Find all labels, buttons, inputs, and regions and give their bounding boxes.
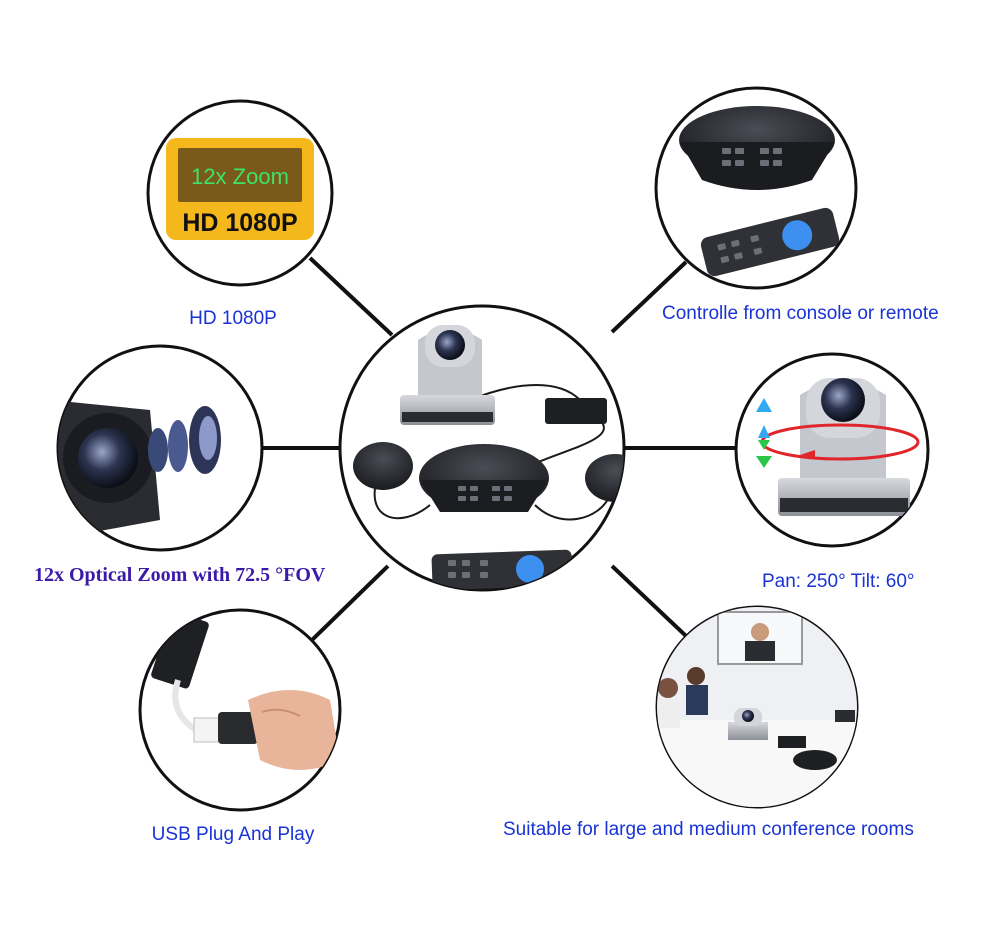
node-usb xyxy=(138,608,342,812)
label-usb: USB Plug And Play xyxy=(151,824,315,845)
label-controlle: Controlle from console or remote xyxy=(662,303,939,324)
conference-room-icon xyxy=(657,607,857,807)
node-room xyxy=(655,605,859,809)
ptz-camera-rotation-icon xyxy=(756,378,920,516)
camera-lens-icon xyxy=(58,400,221,540)
conference-kit-icon xyxy=(353,325,624,590)
label-optical-zoom: 12x Optical Zoom with 72.5 °FOV xyxy=(34,564,326,586)
connector-room xyxy=(610,564,688,638)
usb-plug-hand-icon xyxy=(151,611,340,770)
node-hd: 12x Zoom HD 1080P xyxy=(146,99,334,287)
connector-usb xyxy=(310,564,390,642)
badge-resolution-text: HD 1080P xyxy=(182,209,297,237)
node-controller xyxy=(654,86,858,290)
badge-zoom-text: 12x Zoom xyxy=(191,164,289,189)
connector-hd xyxy=(308,256,394,337)
node-lens xyxy=(56,344,264,552)
connector-controller xyxy=(610,260,688,334)
label-hd-1080p: HD 1080P xyxy=(189,308,277,329)
label-rooms: Suitable for large and medium conference… xyxy=(503,819,914,840)
node-ptz xyxy=(734,352,930,548)
hd-zoom-badge-icon: 12x Zoom HD 1080P xyxy=(166,138,314,240)
speakerphone-remote-icon xyxy=(679,106,840,277)
connector-lines xyxy=(262,256,736,642)
label-pan-tilt: Pan: 250° Tilt: 60° xyxy=(762,571,915,592)
center-node xyxy=(338,304,626,592)
